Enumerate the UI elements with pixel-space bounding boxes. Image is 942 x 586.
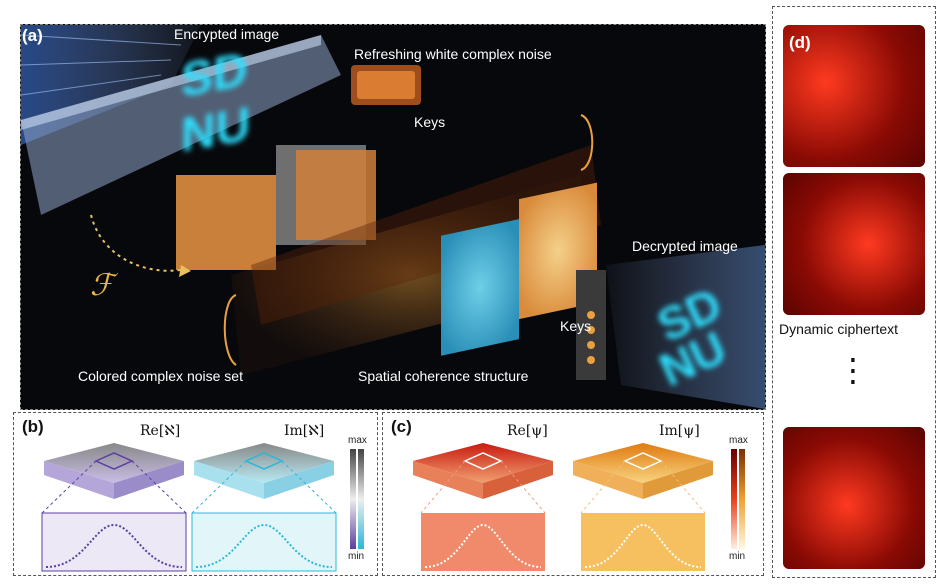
re-psi-surface xyxy=(413,443,553,483)
coherence-real-panel xyxy=(441,219,519,356)
panel-a-label: (a) xyxy=(22,26,43,45)
panel-d: (d) Dynamic ciphertext ⋮ xyxy=(772,6,936,578)
panel-a: SD NU xyxy=(6,6,766,410)
re-aleph-zoom xyxy=(41,512,187,572)
im-psi-zoom xyxy=(581,513,705,571)
im-aleph-zoom xyxy=(191,512,337,572)
svg-text:NU: NU xyxy=(181,97,250,163)
re-aleph-surface xyxy=(44,443,184,483)
bracket-left xyxy=(223,294,237,366)
im-psi-surface xyxy=(573,443,713,483)
re-aleph-title: Re[ℵ] xyxy=(140,423,181,439)
cbar-b-min: min xyxy=(348,551,365,562)
colorbar-cyan xyxy=(358,449,364,549)
noise-panel-1 xyxy=(176,175,276,270)
encrypted-image-slab xyxy=(21,35,341,215)
decrypted-image-label: Decrypted image xyxy=(632,238,738,254)
ellipsis: ⋮ xyxy=(837,351,869,389)
fourier-symbol: ℱ xyxy=(90,268,114,303)
ciphertext-image-3 xyxy=(783,427,925,569)
ciphertext-image-2 xyxy=(783,173,925,315)
encrypted-image-label: Encrypted image xyxy=(174,26,280,42)
outgoing-beam xyxy=(606,245,765,409)
ciphertext-image-1 xyxy=(783,25,925,167)
spatial-coherence-label: Spatial coherence structure xyxy=(358,368,529,384)
keys-top-label: Keys xyxy=(414,114,446,130)
re-psi-zoom xyxy=(421,513,545,571)
scene-illustration: SD NU xyxy=(21,25,765,409)
dynamic-ciphertext-caption: Dynamic ciphertext xyxy=(779,321,899,337)
panel-c: (c) Re[ψ] Im[ψ] max min xyxy=(382,412,764,576)
panel-c-plots xyxy=(413,443,745,571)
keys-bottom-icon xyxy=(587,311,595,364)
svg-text:SD: SD xyxy=(181,42,248,107)
panel-a-scene: SD NU xyxy=(20,24,766,410)
im-psi-title: Im[ψ] xyxy=(659,423,700,439)
colorbar-purple xyxy=(350,449,356,549)
cbar-c-max: max xyxy=(729,435,748,446)
im-aleph-surface xyxy=(194,443,334,483)
noise-panel-3 xyxy=(296,150,376,240)
bracket-right xyxy=(580,114,594,171)
fourier-arrow xyxy=(90,214,182,272)
keys-bottom-label: Keys xyxy=(560,318,592,334)
re-psi-title: Re[ψ] xyxy=(507,423,548,439)
refreshing-noise-label: Refreshing white complex noise xyxy=(354,46,552,62)
im-aleph-title: Im[ℵ] xyxy=(284,423,325,439)
colored-noise-label: Colored complex noise set xyxy=(78,368,243,384)
keys-top-icon xyxy=(351,65,421,105)
cbar-c-min: min xyxy=(729,551,746,562)
colorbar-red xyxy=(731,449,737,549)
panel-b: (b) Re[ℵ] Im[ℵ] max min xyxy=(13,412,378,576)
cbar-b-max: max xyxy=(348,435,367,446)
panel-b-plots xyxy=(41,443,364,572)
colorbar-orange xyxy=(739,449,745,549)
panel-d-label: (d) xyxy=(789,33,811,52)
sdnu-logo-top: SD NU xyxy=(181,42,250,162)
panel-b-label: (b) xyxy=(22,417,44,436)
panel-c-label: (c) xyxy=(391,417,412,436)
